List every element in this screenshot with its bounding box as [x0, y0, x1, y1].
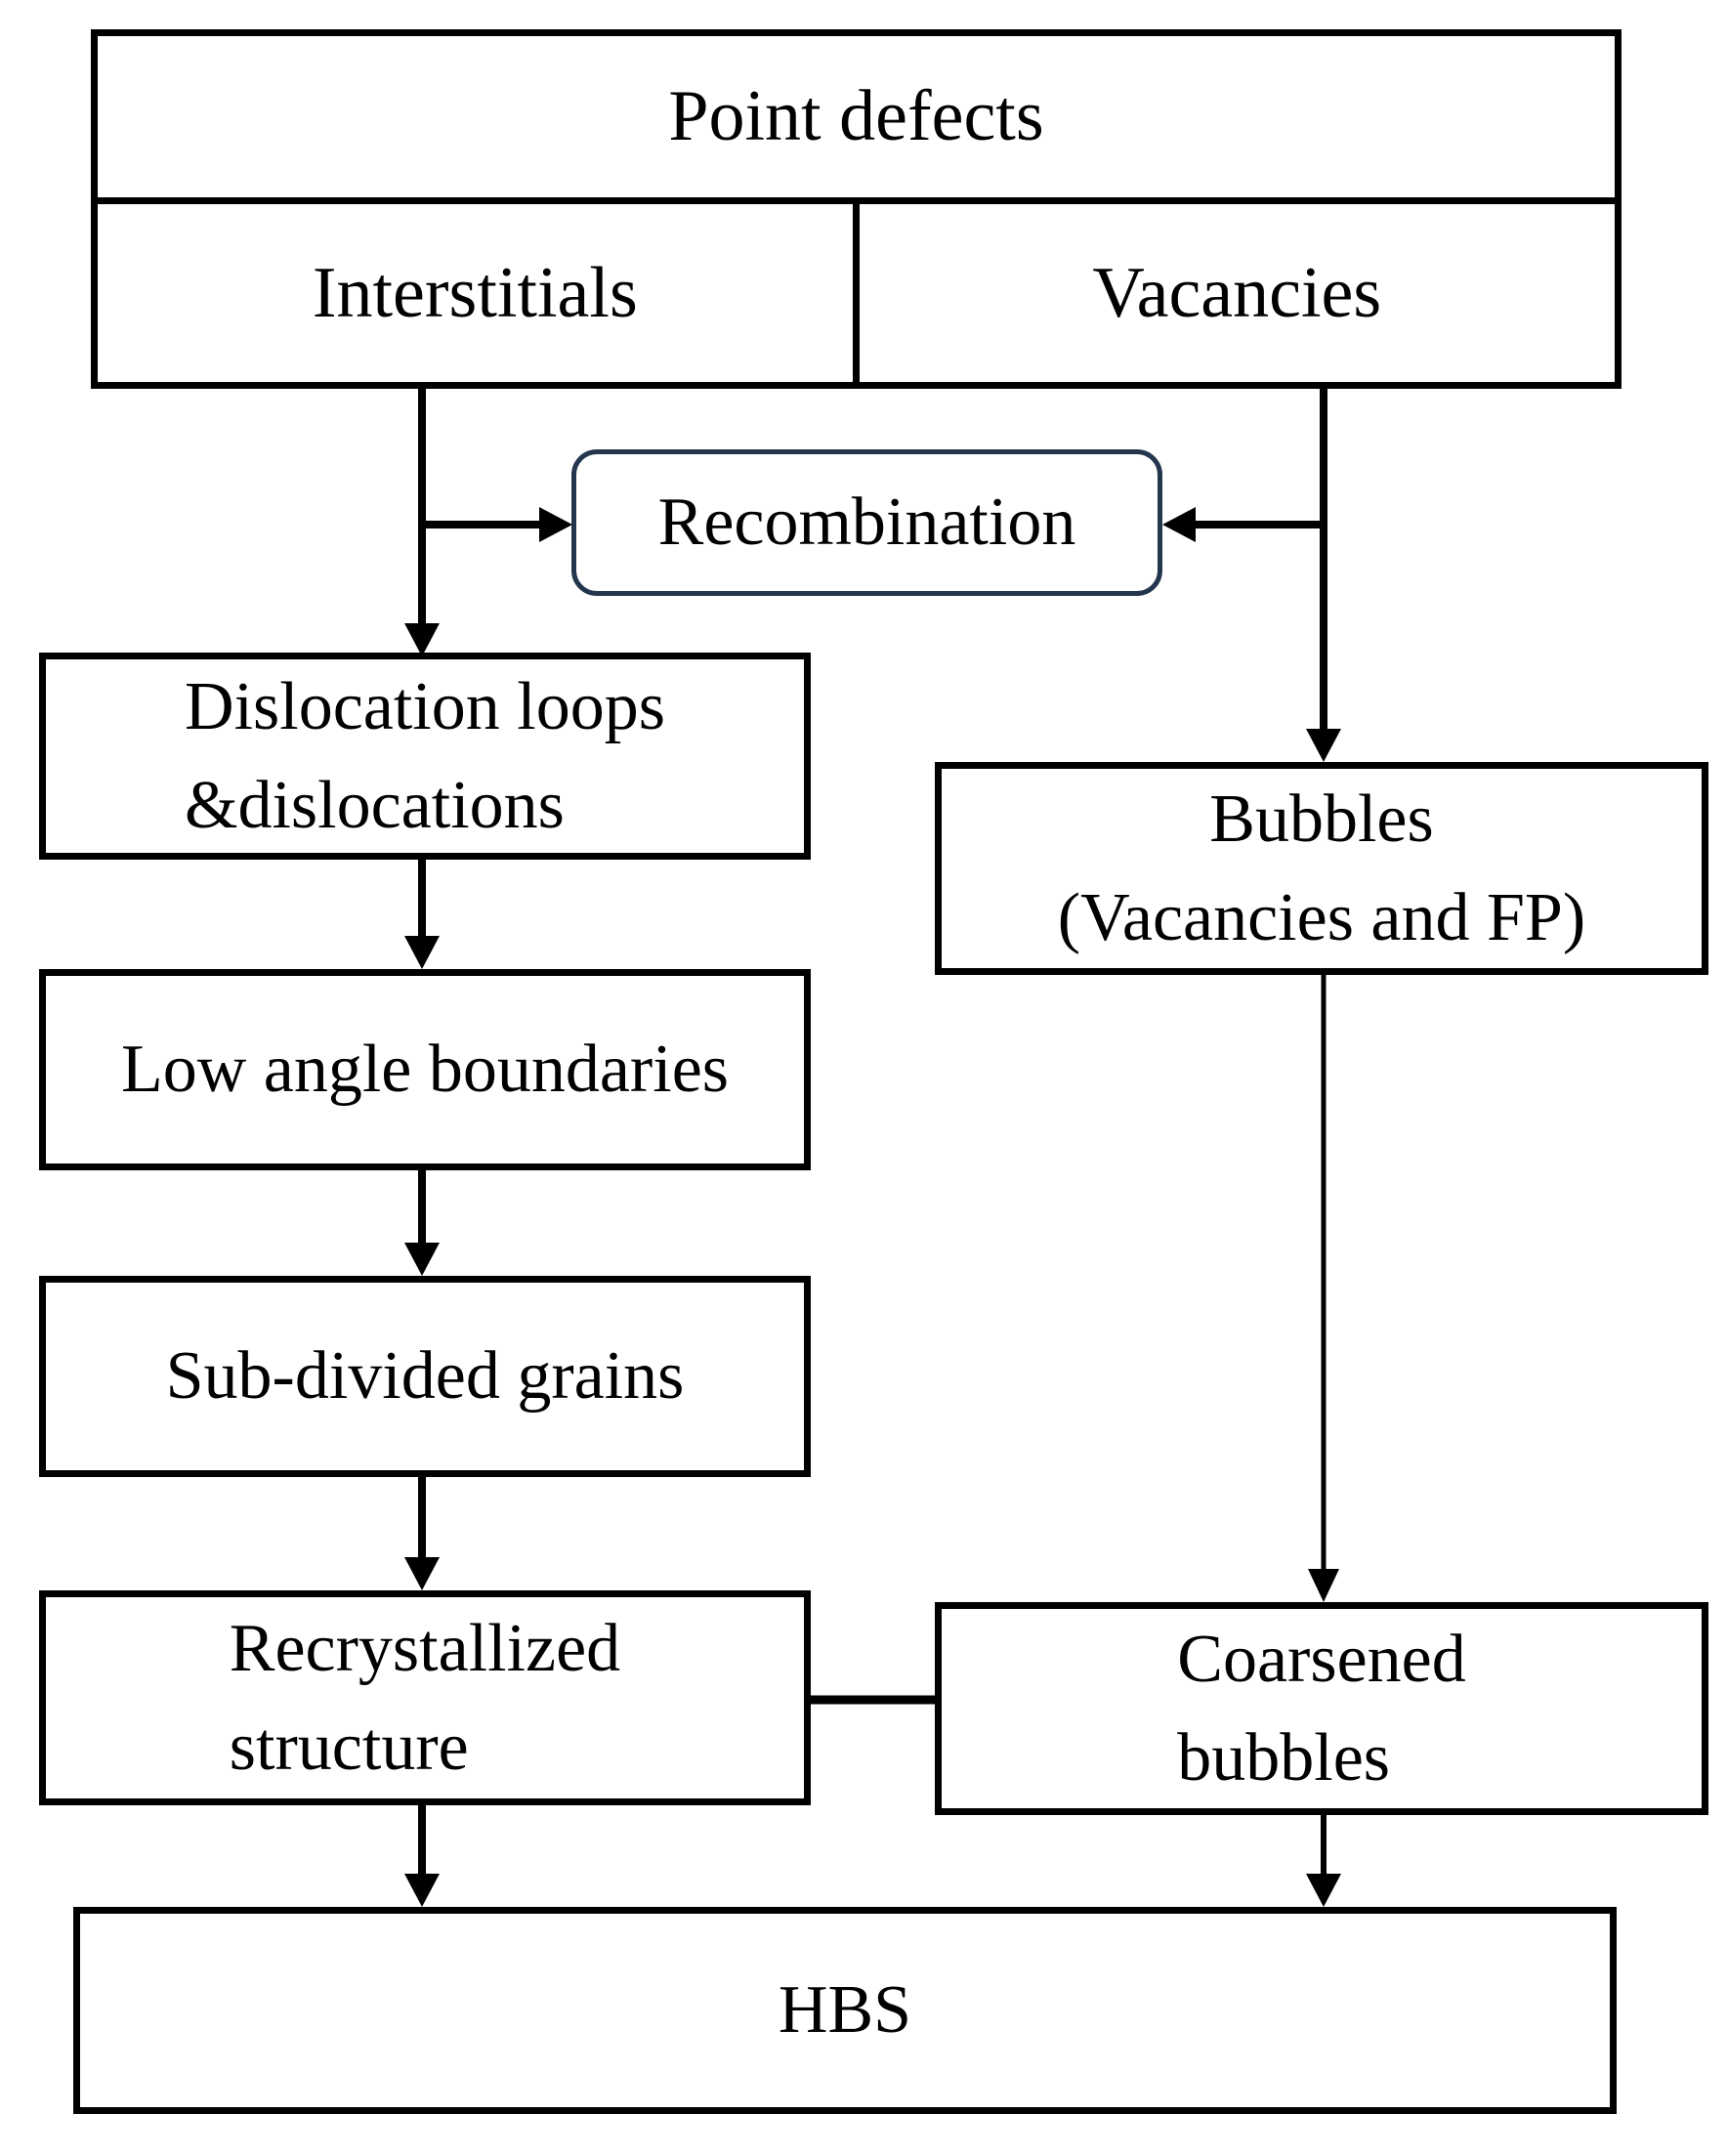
arrowhead-left-icon: [1162, 507, 1196, 542]
node-vacancies: Vacancies: [860, 204, 1615, 382]
edge-sub-divided-to-recrystallized: [404, 1471, 440, 1590]
edge-interstitials-to-dislocation-loops: [404, 382, 440, 656]
arrowhead-down-icon: [1306, 729, 1341, 762]
arrowhead-right-icon: [539, 507, 572, 542]
arrowhead-down-icon: [404, 936, 440, 969]
node-interstitials: Interstitials: [98, 204, 860, 382]
edge-coarsened-to-hbs: [1306, 1809, 1341, 1907]
interstitials-label: Interstitials: [312, 252, 638, 333]
arrowhead-down-icon: [1306, 1874, 1341, 1907]
node-bubbles: Bubbles (Vacancies and FP): [935, 762, 1708, 975]
edge-bubbles-to-coarsened: [1308, 969, 1339, 1602]
bubbles-line1: Bubbles: [1209, 781, 1434, 857]
edge-vacancies-to-recombination: [1162, 507, 1324, 542]
dislocation-loops-line2: &dislocations: [185, 768, 565, 843]
node-point-defects: Point defects: [98, 36, 1615, 204]
node-low-angle-boundaries: Low angle boundaries: [39, 969, 811, 1170]
coarsened-bubbles-line2: bubbles: [1177, 1720, 1391, 1796]
recrystallized-structure-label: Recrystallized structure: [230, 1599, 620, 1797]
point-defects-subrow: Interstitials Vacancies: [98, 204, 1615, 382]
node-recombination: Recombination: [571, 449, 1162, 596]
point-defects-label: Point defects: [668, 76, 1044, 156]
arrowhead-down-icon: [404, 1243, 440, 1276]
recrystallized-line2: structure: [229, 1710, 469, 1785]
recombination-label: Recombination: [657, 485, 1076, 561]
point-defects-table: Point defects Interstitials Vacancies: [91, 29, 1622, 389]
node-sub-divided-grains: Sub-divided grains: [39, 1276, 811, 1477]
sub-divided-grains-label: Sub-divided grains: [165, 1338, 685, 1415]
node-dislocation-loops: Dislocation loops &dislocations: [39, 653, 811, 860]
node-hbs: HBS: [73, 1907, 1617, 2114]
dislocation-loops-label: Dislocation loops &dislocations: [185, 657, 665, 856]
node-coarsened-bubbles: Coarsened bubbles: [935, 1602, 1708, 1815]
edge-low-angle-to-sub-divided: [404, 1164, 440, 1276]
edge-recrystallized-to-hbs: [404, 1799, 440, 1907]
arrowhead-down-icon: [404, 623, 440, 656]
hbs-label: HBS: [778, 1972, 912, 2049]
arrowhead-down-icon: [404, 1557, 440, 1590]
vacancies-label: Vacancies: [1092, 252, 1382, 333]
node-recrystallized-structure: Recrystallized structure: [39, 1590, 811, 1805]
edge-vacancies-to-bubbles: [1306, 382, 1341, 762]
bubbles-line2: (Vacancies and FP): [1057, 880, 1586, 955]
coarsened-bubbles-line1: Coarsened: [1177, 1621, 1466, 1697]
edge-dislocation-loops-to-low-angle: [404, 854, 440, 969]
coarsened-bubbles-label: Coarsened bubbles: [1177, 1610, 1465, 1808]
recrystallized-line1: Recrystallized: [229, 1610, 621, 1686]
dislocation-loops-line1: Dislocation loops: [185, 668, 665, 744]
edge-interstitials-to-recombination: [422, 507, 572, 542]
low-angle-boundaries-label: Low angle boundaries: [120, 1032, 730, 1108]
bubbles-label: Bubbles (Vacancies and FP): [1058, 770, 1585, 968]
arrowhead-down-icon: [1308, 1569, 1339, 1602]
arrowhead-down-icon: [404, 1874, 440, 1907]
